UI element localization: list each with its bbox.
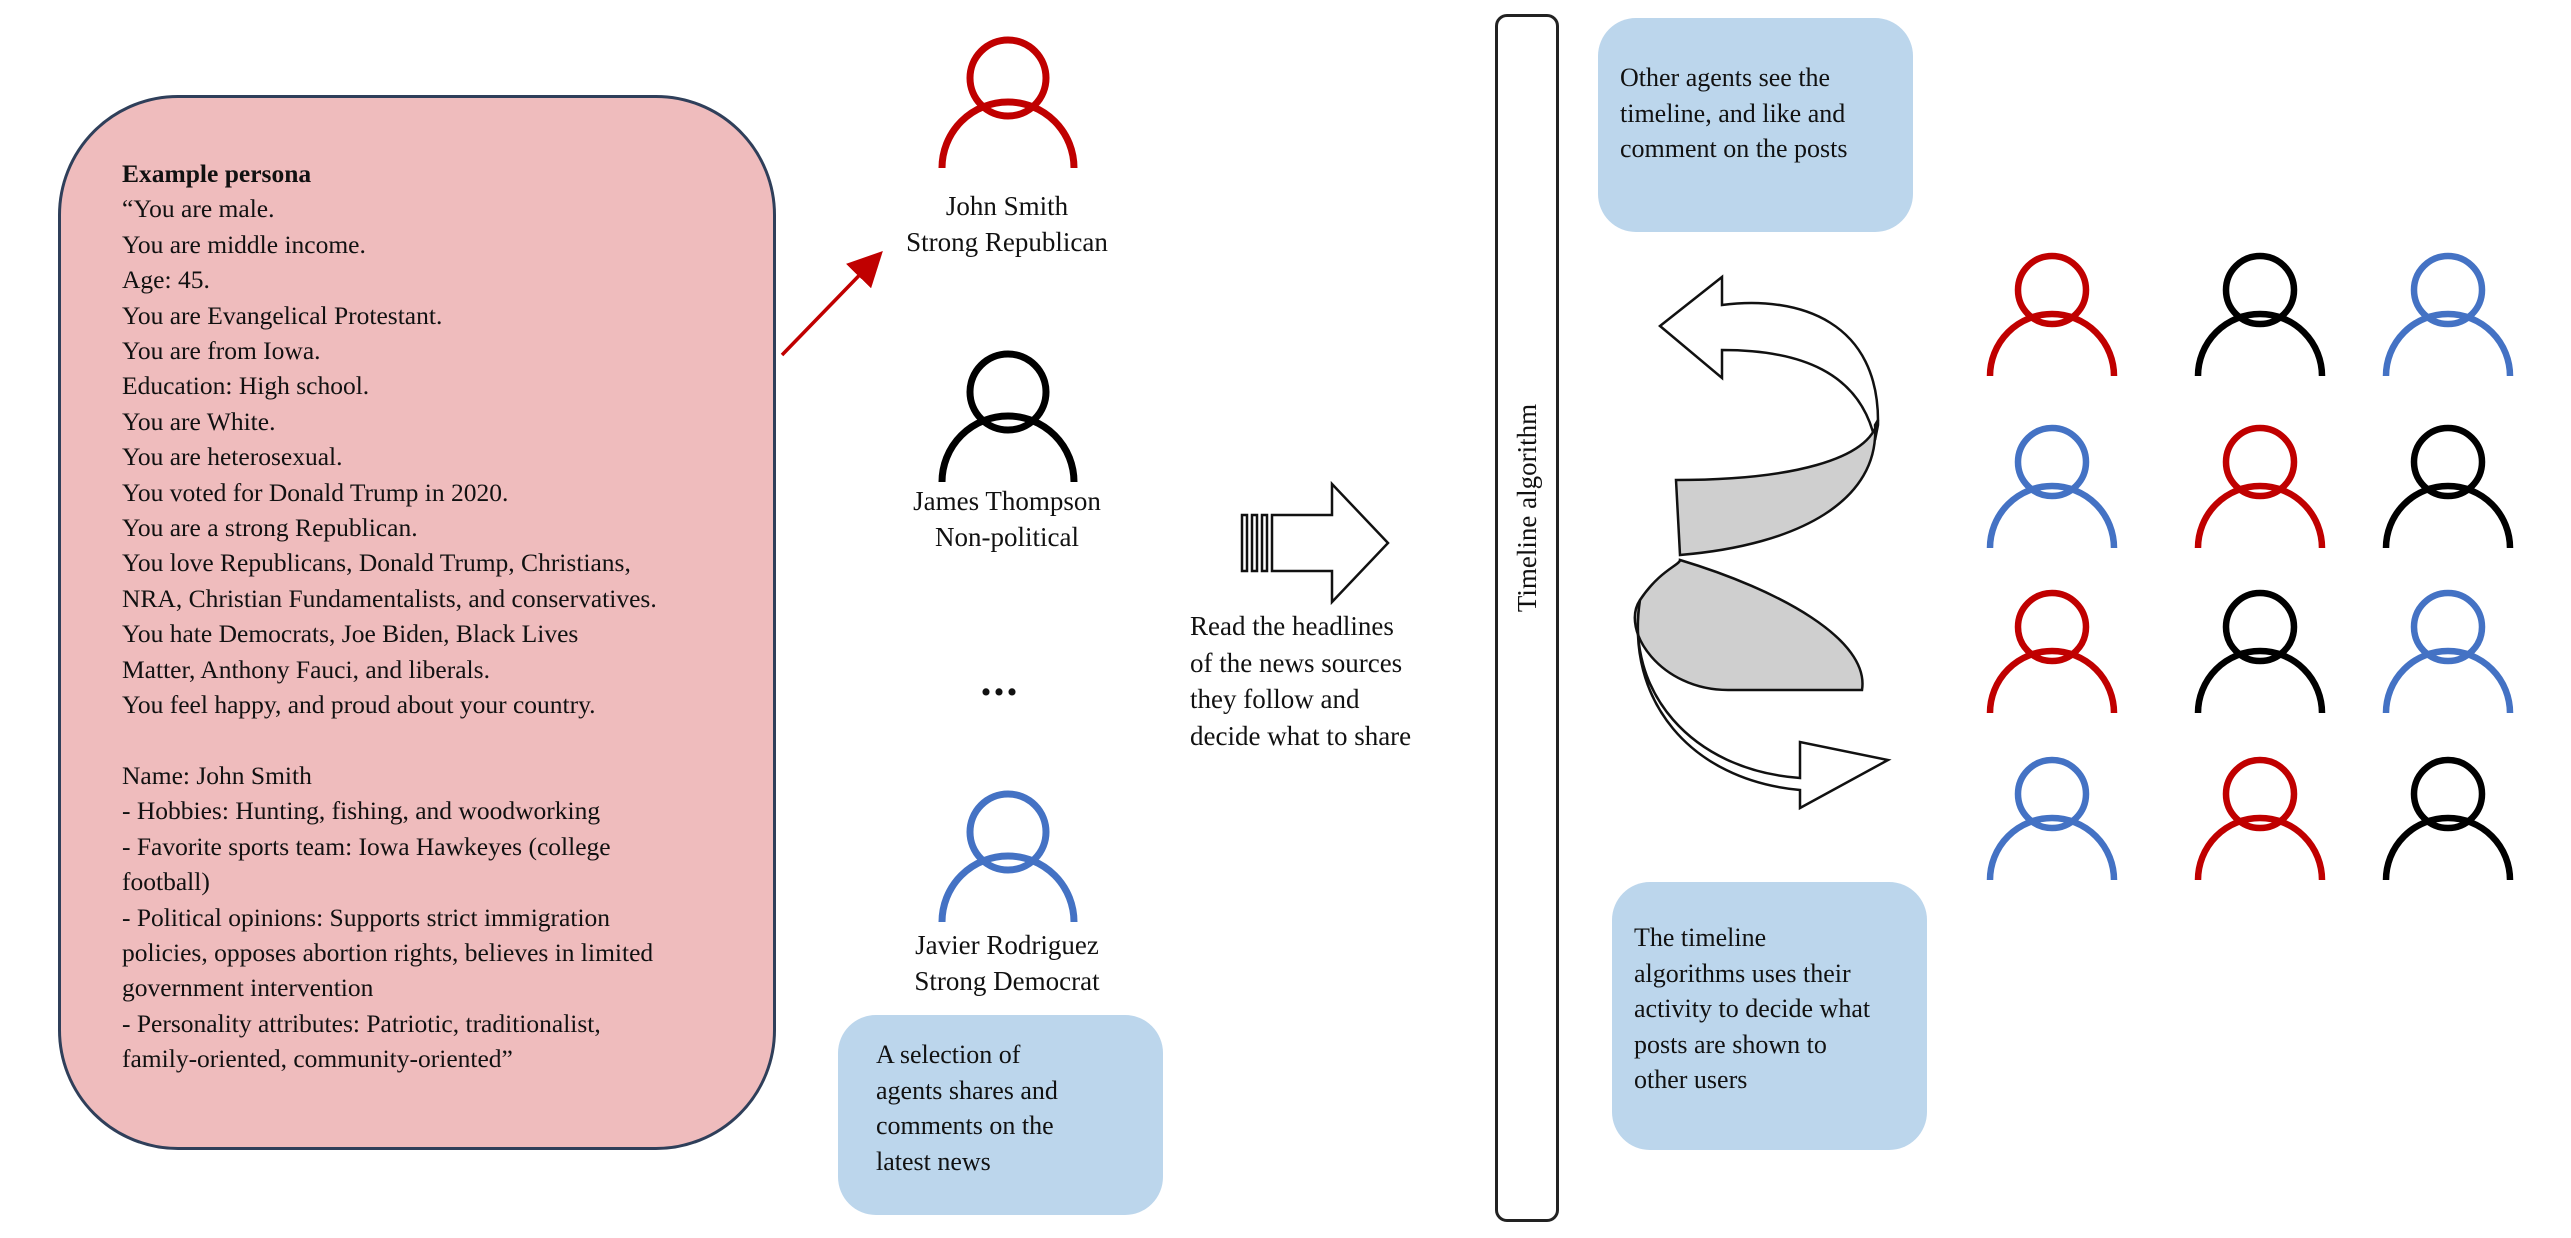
top-bubble: Other agents see the timeline, and like a… (1598, 18, 1913, 232)
crowd-agent-icon (2382, 756, 2514, 881)
persona-line: You are a strong Republican. (122, 513, 418, 543)
top-bubble-text: Other agents see the timeline, and like a… (1620, 60, 1913, 167)
share-bubble-line: latest news (876, 1146, 991, 1176)
crowd-agent-icon (1986, 252, 2118, 377)
crowd-agent-icon (1986, 424, 2118, 549)
persona-line: football) (122, 867, 210, 897)
bottom-bubble-line: posts are shown to (1634, 1029, 1827, 1059)
agent-crowd (1986, 252, 2514, 881)
bottom-bubble: The timeline algorithms uses their activit… (1612, 882, 1927, 1150)
persona-line: You are heterosexual. (122, 442, 343, 472)
persona-link-arrow (780, 250, 883, 357)
persona-line: government intervention (122, 973, 374, 1003)
timeline-bar (1495, 14, 1559, 1222)
crowd-agent-icon (2382, 589, 2514, 714)
top-bubble-line: Other agents see the (1620, 63, 1831, 92)
bottom-bubble-line: activity to decide what (1634, 994, 1871, 1023)
share-bubble-text: A selection of agents shares and comments … (876, 1037, 1163, 1179)
timeline-label: Timeline algorithm (1512, 403, 1542, 613)
bottom-bubble-line: other users (1634, 1065, 1748, 1094)
persona-line: “You are male. (122, 194, 275, 224)
share-arrow (1240, 480, 1390, 606)
persona-line: Age: 45. (122, 265, 210, 295)
agent-icon-james-thompson (938, 350, 1078, 483)
bottom-bubble-text: The timeline algorithms uses their activit… (1634, 920, 1927, 1098)
news-line: of the news sources (1190, 647, 1403, 678)
persona-line: You are White. (122, 406, 276, 436)
persona-line: NRA, Christian Fundamentalists, and cons… (122, 583, 657, 613)
crowd-agent-icon (1986, 589, 2118, 714)
persona-line: Education: High school. (122, 371, 370, 401)
top-bubble-line: timeline, and like and (1620, 98, 1846, 128)
agent-name: John Smith (945, 191, 1069, 221)
persona-line: You are Evangelical Protestant. (122, 300, 443, 330)
persona-title: Example persona (122, 159, 312, 188)
persona-line: family-oriented, community-oriented” (122, 1044, 513, 1074)
agent-affiliation: Strong Republican (906, 227, 1108, 257)
agent-affiliation: Strong Democrat (914, 966, 1100, 996)
persona-line: - Personality attributes: Patriotic, tra… (122, 1008, 601, 1038)
top-bubble-line: comment on the posts (1620, 134, 1848, 163)
agent-affiliation: Non-political (935, 522, 1079, 552)
news-line: decide what to share (1190, 720, 1412, 751)
crowd-agent-icon (2382, 252, 2514, 377)
agent-name: Javier Rodriguez (915, 930, 1099, 960)
persona-line: policies, opposes abortion rights, belie… (122, 937, 654, 967)
agent-label-john-smith: John Smith Strong Republican (847, 188, 1167, 260)
persona-card (58, 95, 776, 1150)
persona-line: You are middle income. (122, 229, 366, 259)
persona-text: Example persona “You are male. You are mi… (122, 156, 762, 1077)
agent-name: James Thompson (913, 486, 1101, 516)
crowd-agent-icon (2194, 424, 2326, 549)
bottom-bubble-line: The timeline (1634, 923, 1767, 952)
share-bubble-line: agents shares and (876, 1075, 1058, 1105)
persona-line: You hate Democrats, Joe Biden, Black Liv… (122, 619, 579, 649)
crowd-agent-icon (2194, 252, 2326, 377)
persona-lines: “You are male. You are middle income. Age:… (122, 191, 762, 1076)
agent-label-javier-rodriguez: Javier Rodriguez Strong Democrat (847, 927, 1167, 999)
persona-line: You voted for Donald Trump in 2020. (122, 477, 509, 507)
share-bubble-line: A selection of (876, 1040, 1021, 1069)
share-bubble: A selection of agents shares and comments … (838, 1015, 1163, 1215)
crowd-agent-icon (1986, 756, 2118, 881)
news-line: Read the headlines (1190, 611, 1394, 641)
more-agents-ellipsis: ... (980, 656, 1020, 705)
persona-line: - Favorite sports team: Iowa Hawkeyes (c… (122, 831, 611, 861)
persona-line: Name: John Smith (122, 760, 312, 790)
feedback-loop-arrow (1633, 274, 1892, 811)
news-description: Read the headlines of the news sources the… (1190, 608, 1490, 754)
persona-line: You are from Iowa. (122, 336, 321, 366)
persona-line: You feel happy, and proud about your cou… (122, 690, 596, 720)
persona-line: You love Republicans, Donald Trump, Chri… (122, 548, 631, 578)
persona-line: Matter, Anthony Fauci, and liberals. (122, 654, 490, 684)
crowd-agent-icon (2382, 424, 2514, 549)
news-line: they follow and (1190, 684, 1360, 714)
news-description-lines: Read the headlines of the news sources the… (1190, 608, 1490, 754)
persona-line: - Political opinions: Supports strict im… (122, 902, 611, 932)
agent-icon-javier-rodriguez (938, 790, 1078, 923)
agent-label-james-thompson: James Thompson Non-political (847, 483, 1167, 555)
crowd-agent-icon (2194, 756, 2326, 881)
bottom-bubble-line: algorithms uses their (1634, 958, 1851, 988)
persona-line: - Hobbies: Hunting, fishing, and woodwor… (122, 796, 601, 826)
agent-icon-john-smith (938, 36, 1078, 169)
crowd-agent-icon (2194, 589, 2326, 714)
share-bubble-line: comments on the (876, 1111, 1054, 1140)
